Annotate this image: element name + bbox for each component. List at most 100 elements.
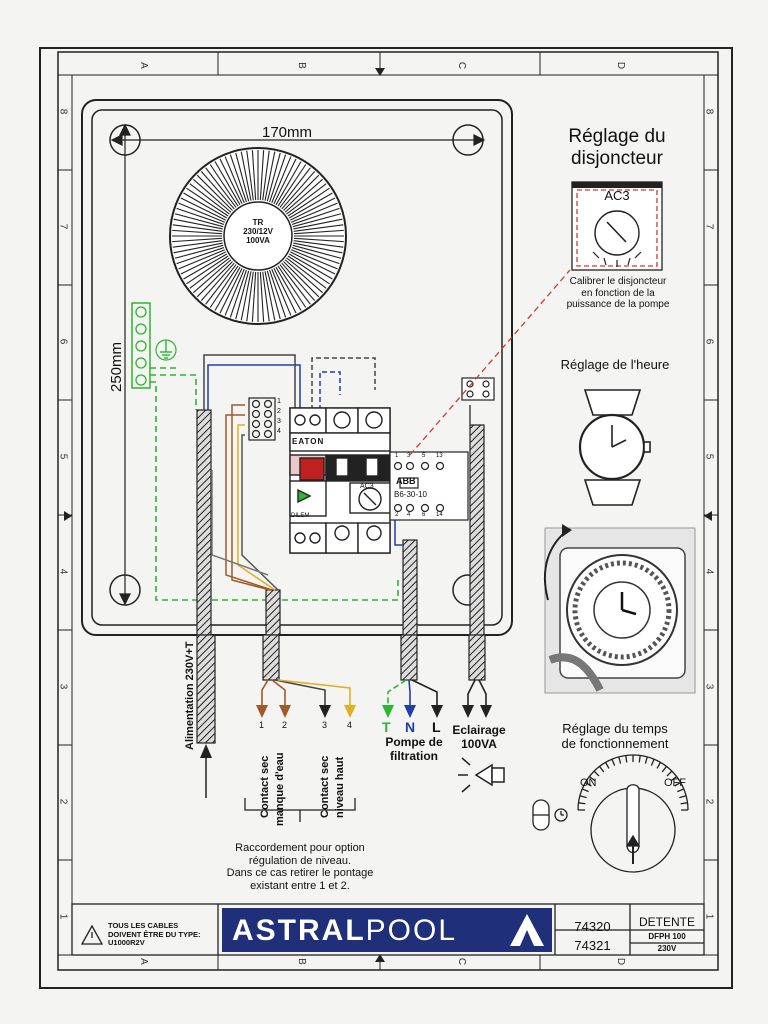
relay-top-number-13: 13 [436, 453, 443, 459]
grid-number-left-8: 8 [57, 108, 69, 115]
note-line3: Dans ce cas retirer le pontage [226, 867, 374, 880]
pump-label-line1: Pompe de [385, 735, 443, 749]
runtime-on-label: ON [580, 777, 597, 789]
center-mark-top [375, 68, 385, 76]
note-line1: Raccordement pour option [235, 842, 365, 854]
grid-number-left-5: 5 [57, 453, 69, 460]
runtime-title-line2: de fonctionnement [561, 735, 669, 751]
center-mark-right [704, 511, 712, 521]
note-line2: régulation de niveau. [248, 854, 352, 867]
grid-number-right-2: 2 [703, 798, 715, 805]
grid-number-right-7: 7 [703, 223, 715, 230]
watch-icon [578, 389, 651, 506]
breaker-panel-title: Réglage du disjoncteur [548, 126, 686, 170]
supply-label: Alimentation 230V+T [184, 641, 196, 750]
light-label-line2: 100VA [461, 736, 497, 751]
grid-number-right-4: 4 [703, 568, 715, 575]
breaker-caption: Calibrer le disjoncteur en fonction de l… [548, 276, 688, 311]
grid-number-left-3: 3 [57, 683, 69, 690]
logo-text-astral: ASTRAL [232, 914, 366, 947]
logo-mark [510, 914, 544, 946]
pump-label-line2: filtration [390, 748, 438, 763]
internal-cable-conduits [196, 409, 485, 636]
breaker-dial-label: AC3 [604, 188, 630, 203]
breaker-leader-line [409, 269, 571, 456]
terminal-number-4: 4 [277, 428, 281, 435]
clock-panel-title: Réglage de l'heure [560, 357, 670, 372]
grid-letter-top-d: D [615, 61, 627, 70]
grid-letter-bottom-a: A [137, 958, 149, 965]
breaker-caption-line1: Calibrer le disjoncteur [569, 276, 667, 287]
pump-label: Pompe de filtration [376, 735, 452, 764]
terminal-number-3: 3 [277, 418, 281, 425]
relay-bottom-number-2: 2 [395, 512, 399, 518]
relay-top-number-3: 3 [407, 453, 411, 459]
cable-warning: TOUS LES CABLES DOIVENT ÊTRE DU TYPE: U1… [108, 921, 201, 948]
contactor-brand-label: EATON [292, 437, 325, 446]
breaker-dial-image [571, 181, 663, 271]
pump-letter-n: N [405, 719, 416, 735]
grid-number-right-5: 5 [703, 453, 715, 460]
transformer-label-line1: TR [252, 218, 264, 227]
relay-top-number-5: 5 [422, 453, 426, 459]
grid-letter-top-b: B [295, 62, 307, 69]
grid-letter-bottom-b: B [295, 958, 307, 965]
contact-number-2: 2 [282, 720, 288, 730]
transformer-label-line3: 100VA [246, 236, 270, 246]
grid-number-right-8: 8 [703, 108, 715, 115]
timer-photo [544, 524, 696, 694]
outer-frame [39, 47, 733, 989]
relay-ac3-label: AC3 [360, 483, 374, 490]
contact-level-line2: niveau haut [334, 756, 346, 818]
grid-letter-bottom-d: D [615, 957, 627, 966]
center-mark-bottom [375, 954, 385, 962]
runtime-panel-title: Réglage du temps de fonctionnement [540, 721, 690, 752]
level-option-note: Raccordement pour option régulation de n… [210, 842, 390, 893]
ref-74320: 74320 [574, 919, 611, 934]
pump-letter-l: L [432, 719, 441, 735]
width-dimension-label: 170mm [262, 124, 313, 141]
breaker-caption-line3: puissance de la pompe [566, 299, 670, 310]
contact-number-4: 4 [347, 720, 353, 730]
transformer [169, 147, 347, 325]
breaker-caption-line2: en fonction de la [581, 287, 655, 299]
supply-arrow [200, 744, 212, 798]
grid-letter-top-c: C [456, 61, 468, 70]
relay-bottom-number-14: 14 [436, 512, 443, 518]
breaker-title-line2: disjoncteur [571, 147, 663, 169]
earth-wiring [150, 367, 399, 601]
title-block [71, 903, 705, 956]
grid-letter-bottom-c: C [456, 957, 468, 966]
transformer-label-line2: 230/12V [243, 227, 273, 237]
light-terminal-block [461, 377, 495, 401]
wire-end-arrows [256, 705, 492, 718]
enclosure-inner [91, 109, 503, 626]
level-terminal-block [248, 397, 276, 441]
grid-number-left-6: 6 [57, 338, 69, 345]
external-cables [196, 634, 486, 744]
contact-water-line2: manque d'eau [274, 752, 286, 826]
contacts-bracket [244, 798, 356, 822]
terminal-number-1: 1 [277, 398, 281, 405]
warning-line1: TOUS LES CABLES [108, 921, 179, 930]
contact-number-1: 1 [259, 720, 265, 730]
contact-water-line1: Contact sec [259, 755, 271, 818]
height-dimension-label: 250mm [108, 341, 125, 392]
relay-bottom-number-6: 6 [422, 512, 426, 518]
breaker-title-line1: Réglage du [568, 126, 666, 147]
product-voltage: 230V [657, 944, 677, 953]
runtime-title-line1: Réglage du temps [562, 721, 668, 736]
relay-brand-label: ABB [396, 476, 416, 486]
runtime-dial [532, 754, 689, 873]
contactor-ref-label: DILEM [291, 513, 310, 519]
grid-number-left-7: 7 [57, 223, 69, 230]
relay-top-number-1: 1 [395, 453, 399, 459]
contact-number-3: 3 [322, 720, 328, 730]
runtime-off-label: OFF [664, 777, 686, 789]
product-model: DFPH 100 [648, 932, 686, 941]
astralpool-logo: ASTRALPOOL [232, 914, 457, 949]
pump-letter-t: T [382, 719, 391, 735]
light-label-line1: Eclairage [452, 723, 506, 737]
